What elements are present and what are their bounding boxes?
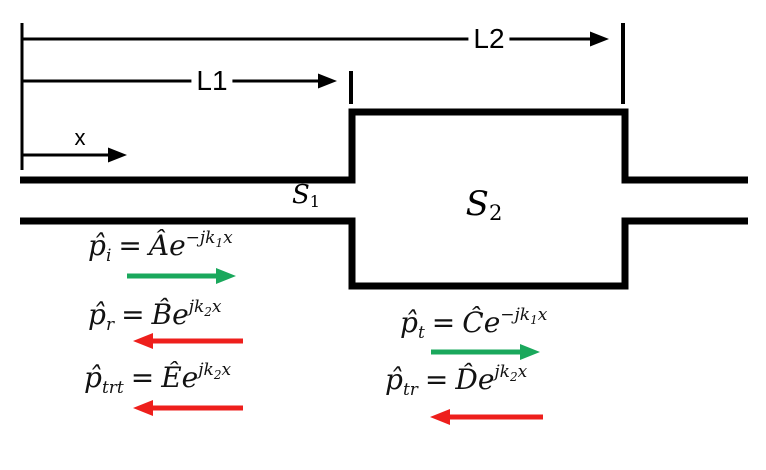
- exponential-base: e: [483, 306, 501, 339]
- exponent: jk2x: [188, 297, 222, 319]
- l2-arrowhead-icon: [590, 31, 609, 47]
- equals-sign: =: [424, 363, 449, 396]
- exponent-variable: x: [517, 362, 528, 382]
- exponent-variable: x: [211, 297, 222, 317]
- exponent-pre: jk: [188, 297, 205, 317]
- l1-dimension-label: L1: [191, 67, 233, 95]
- pressure-subscript: tr: [402, 380, 418, 400]
- amplitude-coefficient: Ê: [161, 361, 182, 394]
- exponent-variable: x: [537, 305, 548, 325]
- pressure-subscript: trt: [101, 378, 124, 398]
- pressure-symbol: p̂: [84, 361, 102, 394]
- equals-sign: =: [431, 306, 456, 339]
- exponent-pre: −jk: [500, 305, 531, 325]
- transmitted-wave-arrowhead-icon: [520, 344, 540, 360]
- transmitted-reflected-wave-arrowhead-icon: [430, 409, 450, 425]
- exponent-pre: jk: [494, 362, 510, 382]
- exponential-base: e: [181, 361, 199, 394]
- amplitude-coefficient: D̂: [455, 363, 478, 396]
- wavenumber-subscript: 2: [213, 368, 222, 382]
- exponent-variable: x: [223, 228, 233, 248]
- wavenumber-subscript: 2: [509, 370, 518, 384]
- upper-duct-wall: [20, 108, 748, 184]
- transmitted-reflected-pressure-equation: p̂tr =D̂ejk2x: [385, 364, 527, 399]
- pressure-subscript: i: [105, 246, 112, 266]
- l1-arrowhead-icon: [318, 73, 337, 89]
- amplitude-coefficient: Â: [148, 229, 170, 262]
- s1-symbol: S: [291, 179, 310, 210]
- equals-sign: =: [121, 298, 145, 331]
- lower-duct-wall: [20, 217, 748, 290]
- pressure-subscript: r: [105, 315, 115, 335]
- exponential-base: e: [172, 298, 189, 331]
- exponent: −jk1x: [185, 228, 233, 250]
- exponent-variable: x: [221, 360, 232, 380]
- pressure-symbol: p̂: [400, 306, 418, 339]
- amplitude-coefficient: Ĉ: [462, 306, 484, 339]
- section-s2-label: S2: [466, 187, 503, 223]
- equals-sign: =: [118, 229, 142, 262]
- wavenumber-subscript: 2: [204, 305, 212, 319]
- exponent-pre: jk: [198, 360, 214, 380]
- pressure-symbol: p̂: [88, 229, 106, 262]
- reflected-pressure-equation: p̂r =B̂ejk2x: [88, 299, 222, 334]
- s1-subscript: 1: [309, 191, 321, 211]
- equals-sign: =: [130, 361, 155, 394]
- exponential-base: e: [169, 229, 186, 262]
- wavenumber-subscript: 1: [215, 236, 224, 250]
- exponent: jk2x: [494, 362, 528, 384]
- x-axis-arrowhead-icon: [108, 147, 127, 163]
- section-s1-label: S1: [292, 182, 320, 210]
- pressure-symbol: p̂: [88, 298, 106, 331]
- exponent: −jk1x: [500, 305, 548, 327]
- amplitude-coefficient: B̂: [151, 298, 173, 331]
- exponent: jk2x: [198, 360, 232, 382]
- s2-symbol: S: [465, 183, 489, 224]
- reflected-wave-arrowhead-icon: [133, 333, 153, 349]
- l2-dimension-label: L2: [468, 25, 510, 53]
- retransmitted-pressure-equation: p̂trt =Êejk2x: [84, 362, 231, 397]
- pressure-symbol: p̂: [385, 363, 403, 396]
- transmitted-pressure-equation: p̂t =Ĉe−jk1x: [400, 307, 547, 342]
- incident-wave-arrowhead-icon: [216, 268, 236, 284]
- pressure-subscript: t: [417, 323, 425, 343]
- exponential-base: e: [477, 363, 495, 396]
- incident-pressure-equation: p̂i =Âe−jk1x: [88, 230, 233, 265]
- wavenumber-subscript: 1: [530, 313, 538, 327]
- retransmitted-wave-arrowhead-icon: [133, 400, 153, 416]
- exponent-pre: −jk: [185, 228, 216, 248]
- s2-subscript: 2: [488, 200, 503, 226]
- x-axis-label: x: [74, 125, 86, 150]
